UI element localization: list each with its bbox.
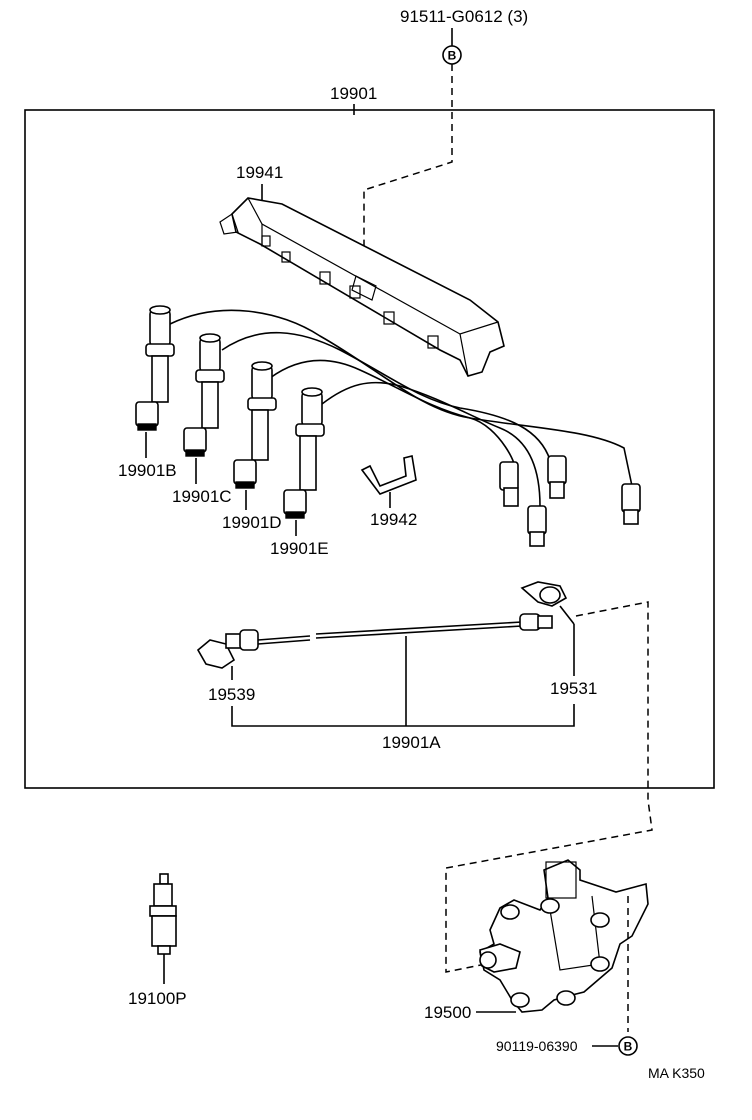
coil-bolt-ref-circle: B — [618, 1036, 638, 1056]
ignition-coil-part — [479, 859, 649, 1013]
coil-wire-dash-path — [445, 601, 653, 973]
label-wire-d: 19901D — [222, 513, 282, 532]
label-spark-plug: 19100P — [128, 989, 187, 1008]
spark-plug-part — [149, 873, 177, 955]
figure-code: MA K350 — [648, 1065, 705, 1081]
label-top-bolt: 91511-G0612 (3) — [400, 7, 528, 26]
coil-wire-part — [196, 581, 568, 669]
label-cover: 19941 — [236, 163, 283, 182]
plug-wire-c — [183, 333, 225, 457]
label-wire-c: 19901C — [172, 487, 232, 506]
label-boot-right: 19531 — [550, 679, 597, 698]
plug-wire-b — [135, 305, 175, 431]
coil-bolt-ref-label: B — [624, 1040, 633, 1054]
cover-part — [219, 197, 505, 377]
top-bolt-ref-circle: B — [442, 45, 462, 65]
wire-end-connectors — [499, 455, 641, 547]
label-wire-e: 19901E — [270, 539, 329, 558]
label-boot-left: 19539 — [208, 685, 255, 704]
label-coil-bolt: 90119-06390 — [496, 1038, 578, 1054]
label-wire-b: 19901B — [118, 461, 177, 480]
boot-right-leader-a — [559, 605, 575, 625]
coil-wire-bracket — [231, 704, 575, 727]
plug-wire-e — [283, 387, 325, 519]
label-coil: 19500 — [424, 1003, 471, 1022]
clamp-part — [360, 455, 417, 495]
plug-wire-d — [233, 361, 277, 489]
label-wire-a: 19901A — [382, 733, 441, 752]
assembly-box — [24, 109, 715, 789]
top-bolt-dash-path — [363, 64, 453, 270]
label-clamp: 19942 — [370, 510, 417, 529]
wire-harness — [169, 309, 633, 507]
label-assembly: 19901 — [330, 84, 377, 103]
top-bolt-ref-label: B — [448, 49, 457, 63]
